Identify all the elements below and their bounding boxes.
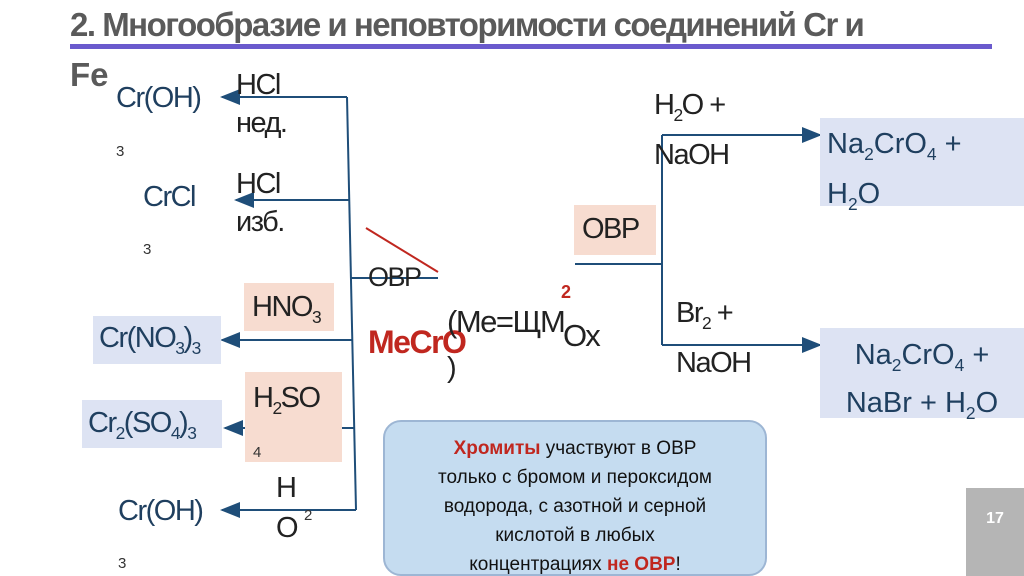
reagent-br2-naoh: Br2 + NaOH <box>676 297 752 379</box>
product-na2cro4-h2o: Na2CrO4 + H2O <box>820 118 1024 214</box>
product-croh3-top-sub: 3 <box>116 143 125 160</box>
product-na2cro4-nabr-h2o: Na2CrO4 + NaBr + H2O <box>820 328 1024 423</box>
product-crno3-3: Cr(NO3)3 <box>93 316 221 364</box>
reagent-h2o-naoh: H2O + NaOH <box>654 89 730 171</box>
product-crcl3: CrCl <box>143 181 197 213</box>
slide-number: 17 <box>966 488 1024 576</box>
ovr-box: OBP <box>574 205 656 255</box>
reagent-hno3: HNO3 <box>244 283 334 331</box>
formula-me-shm: (Me=ЩМ <box>447 304 566 339</box>
slide-title-line1: 2. Многообразие и неповторимости соедине… <box>70 6 865 43</box>
formula-close-paren: ) <box>447 352 457 384</box>
reagent-h2o: H 2 O <box>276 472 312 544</box>
product-croh3-top: Cr(OH) <box>116 82 202 114</box>
product-croh3-bottom: Cr(OH) <box>118 495 204 527</box>
strike-line <box>365 227 439 273</box>
product-cr2so43: Cr2(SO4)3 <box>82 400 222 448</box>
reagent-h2so4-box: H2SO 4 <box>245 372 342 462</box>
ovr-struck-label: OBP <box>368 262 422 292</box>
formula-superscript: 2 <box>561 282 572 302</box>
reagent-hcl-izb: HCl изб. <box>236 168 285 238</box>
reagent-hcl-ned: HCl нед. <box>236 69 288 139</box>
formula-ox: Ох <box>563 318 601 353</box>
slide-title-line2: Fe <box>70 56 109 93</box>
mecro-formula: MeCrO <box>368 324 467 360</box>
product-crcl3-sub: 3 <box>143 241 152 258</box>
title-underline <box>70 44 992 49</box>
product-croh3-bottom-sub: 3 <box>118 555 127 572</box>
chromites-note: Хромиты участвуют в ОВР только с бромом … <box>383 420 767 576</box>
